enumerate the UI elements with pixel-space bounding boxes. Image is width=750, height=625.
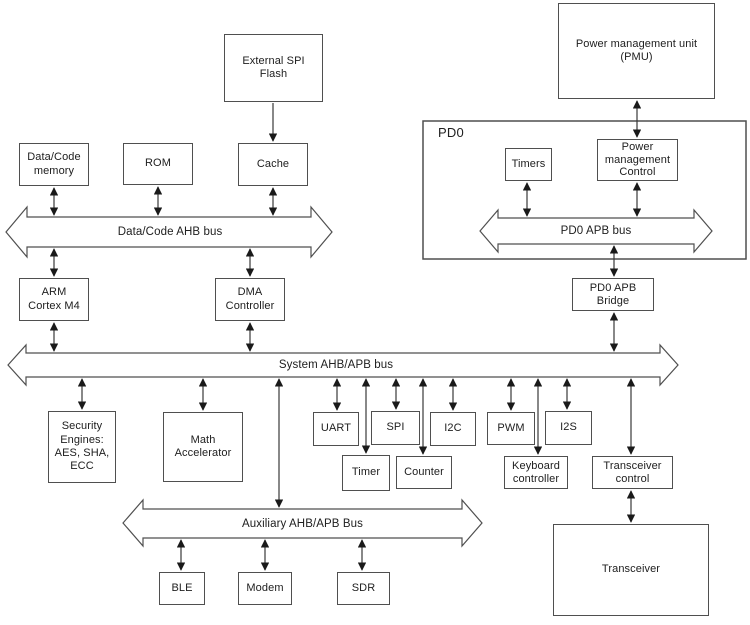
spi-box: SPI — [371, 411, 420, 445]
i2s-box: I2S — [545, 411, 592, 445]
external-spi-flash-box: External SPI Flash — [224, 34, 323, 102]
ble-box: BLE — [159, 572, 205, 605]
pwm-box: PWM — [487, 412, 535, 445]
transceiver-control-box: Transceiver control — [592, 456, 673, 489]
dma-controller-box: DMA Controller — [215, 278, 285, 321]
auxiliary-ahb-apb-bus-label: Auxiliary AHB/APB Bus — [242, 517, 363, 530]
sdr-box: SDR — [337, 572, 390, 605]
security-engines-box: Security Engines: AES, SHA, ECC — [48, 411, 116, 483]
pd0-apb-bus-label: PD0 APB bus — [560, 225, 632, 237]
pd0-region-label: PD0 — [438, 125, 464, 140]
pd0-region-outline — [422, 120, 747, 260]
auxiliary-ahb-apb-bus-arrow — [122, 498, 483, 548]
pd0-apb-bridge-box: PD0 APB Bridge — [572, 278, 654, 311]
pd0-apb-bus-arrow — [479, 208, 713, 254]
pmu-box: Power management unit (PMU) — [558, 3, 715, 99]
rom-box: ROM — [123, 143, 193, 185]
transceiver-box: Transceiver — [553, 524, 709, 616]
modem-box: Modem — [238, 572, 292, 605]
power-management-control-box: Power management Control — [597, 139, 678, 181]
uart-box: UART — [313, 412, 359, 446]
cache-box: Cache — [238, 143, 308, 186]
data-code-memory-box: Data/Code memory — [19, 143, 89, 186]
connectors — [49, 100, 642, 571]
data-code-ahb-bus-arrow — [5, 205, 333, 259]
system-ahb-apb-bus-label: System AHB/APB bus — [278, 359, 394, 371]
timers-box: Timers — [505, 148, 552, 181]
arm-cortex-m4-box: ARM Cortex M4 — [19, 278, 89, 321]
data-code-ahb-bus-label: Data/Code AHB bus — [117, 226, 223, 238]
counter-box: Counter — [396, 456, 452, 489]
timer-box: Timer — [342, 455, 390, 491]
math-accelerator-box: Math Accelerator — [163, 412, 243, 482]
keyboard-controller-box: Keyboard controller — [504, 456, 568, 489]
i2c-box: I2C — [430, 412, 476, 446]
system-ahb-apb-bus-arrow — [7, 343, 679, 387]
